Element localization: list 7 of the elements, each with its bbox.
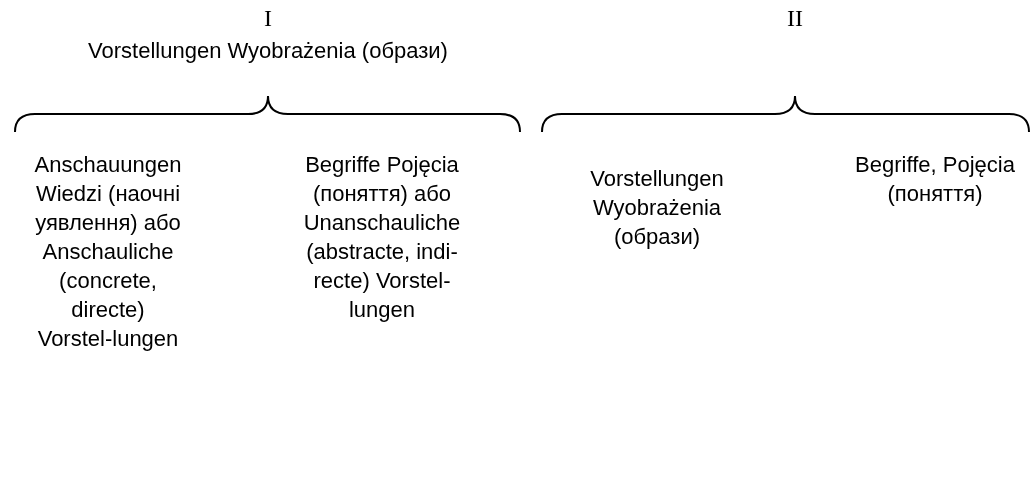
column-text: Vorstellungen Wyobrażenia (образи) bbox=[589, 165, 725, 251]
column-text: Begriffe Pojęcia (поняття) або Unanschauliche (abstracte, indi-recte) Vorstel-lungen bbox=[302, 151, 462, 324]
column-text: Begriffe, Pojęcia (поняття) bbox=[855, 151, 1015, 208]
roman-numeral: II bbox=[786, 4, 804, 33]
column-text: Anschauungen Wiedzi (наочні уявлення) або Anschauliche (concrete, directe) Vorstel-lungen bbox=[33, 151, 183, 353]
roman-numeral: I bbox=[263, 4, 273, 33]
heading-text: Vorstellungen Wyobrażenia (образи) bbox=[87, 37, 449, 65]
